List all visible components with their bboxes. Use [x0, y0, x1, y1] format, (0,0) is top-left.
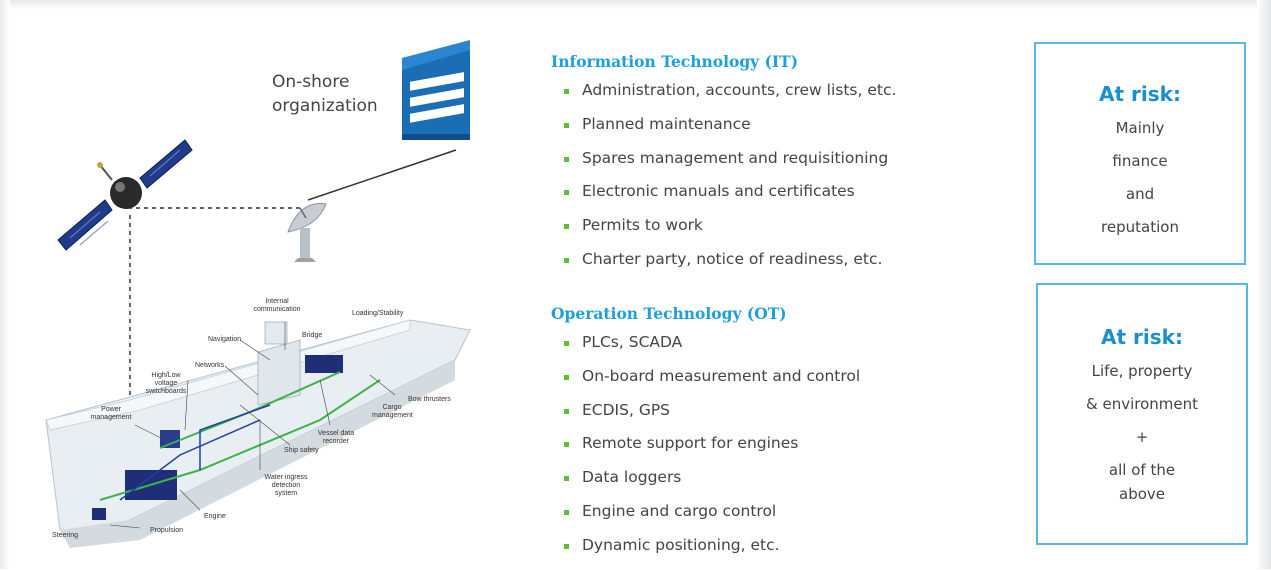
top-shadow [0, 0, 1271, 10]
list-item: PLCs, SCADA [562, 333, 860, 367]
network-illustration [45, 40, 471, 548]
list-item: Dynamic positioning, etc. [562, 536, 860, 570]
ship-label-loading-stability: Loading/Stability [352, 310, 404, 317]
list-item: Charter party, notice of readiness, etc. [562, 250, 896, 284]
list-item: Spares management and requisitioning [562, 149, 896, 183]
building-icon [402, 40, 470, 140]
onshore-label-line1: On-shore [272, 72, 350, 92]
ship-illustration [45, 319, 471, 548]
ot-risk-line: above [1119, 485, 1165, 503]
ot-risk-line: + [1135, 428, 1149, 446]
ot-risk-title: At risk: [1101, 325, 1183, 349]
ship-label-bow-thrusters: Bow thrusters [408, 396, 451, 403]
it-risk-line: reputation [1101, 218, 1179, 236]
right-shadow [1257, 0, 1271, 569]
ot-section-title: Operation Technology (OT) [551, 304, 787, 323]
ship-label-water-ingress: Water ingress detection system [264, 474, 308, 497]
it-risk-box: At risk: Mainly finance and reputation [1034, 42, 1246, 265]
ship-label-networks: Networks [195, 362, 225, 369]
ot-risk-line: & environment [1086, 395, 1198, 413]
antenna-dish-icon [287, 203, 327, 262]
list-item: Administration, accounts, crew lists, et… [562, 81, 896, 115]
it-risk-title: At risk: [1099, 82, 1181, 106]
ship-label-vessel-data-recorder: Vessel data recorder [317, 430, 355, 445]
ot-risk-box: At risk: Life, property & environment + … [1036, 283, 1248, 545]
ship-label-internal-comm: Internal communication [253, 298, 301, 313]
satellite-icon [57, 139, 193, 251]
ot-risk-line: all of the [1108, 461, 1176, 479]
ship-label-switchboards: High/Low voltage switchboards [145, 372, 187, 395]
ship-label-steering: Steering [52, 532, 79, 539]
ship-label-propulsion: Propulsion [150, 527, 184, 534]
onshore-label-line2: organization [272, 96, 378, 116]
ot-list: PLCs, SCADA On-board measurement and con… [562, 333, 860, 570]
it-list: Administration, accounts, crew lists, et… [562, 81, 896, 284]
ship-label-bridge: Bridge [302, 332, 323, 339]
ship-label-power-management: Power management [90, 406, 132, 421]
list-item: Planned maintenance [562, 115, 896, 149]
list-item: Data loggers [562, 468, 860, 502]
list-item: Engine and cargo control [562, 502, 860, 536]
antenna-building-link [307, 149, 457, 201]
it-risk-line: and [1125, 185, 1155, 203]
ship-label-ship-safety: Ship safety [284, 447, 319, 454]
it-section-title: Information Technology (IT) [551, 52, 799, 71]
ot-risk-line: Life, property [1091, 362, 1193, 380]
list-item: ECDIS, GPS [562, 401, 860, 435]
ship-label-cargo-management: Cargo management [372, 404, 413, 419]
list-item: Permits to work [562, 216, 896, 250]
onshore-organization-label: On-shore organization [272, 70, 378, 118]
list-item: On-board measurement and control [562, 367, 860, 401]
ship-label-engine: Engine [204, 513, 226, 520]
it-risk-line: Mainly [1115, 119, 1165, 137]
ship-label-navigation: Navigation [208, 336, 242, 343]
it-risk-line: finance [1112, 152, 1168, 170]
list-item: Remote support for engines [562, 434, 860, 468]
left-shadow [0, 0, 10, 569]
list-item: Electronic manuals and certificates [562, 182, 896, 216]
